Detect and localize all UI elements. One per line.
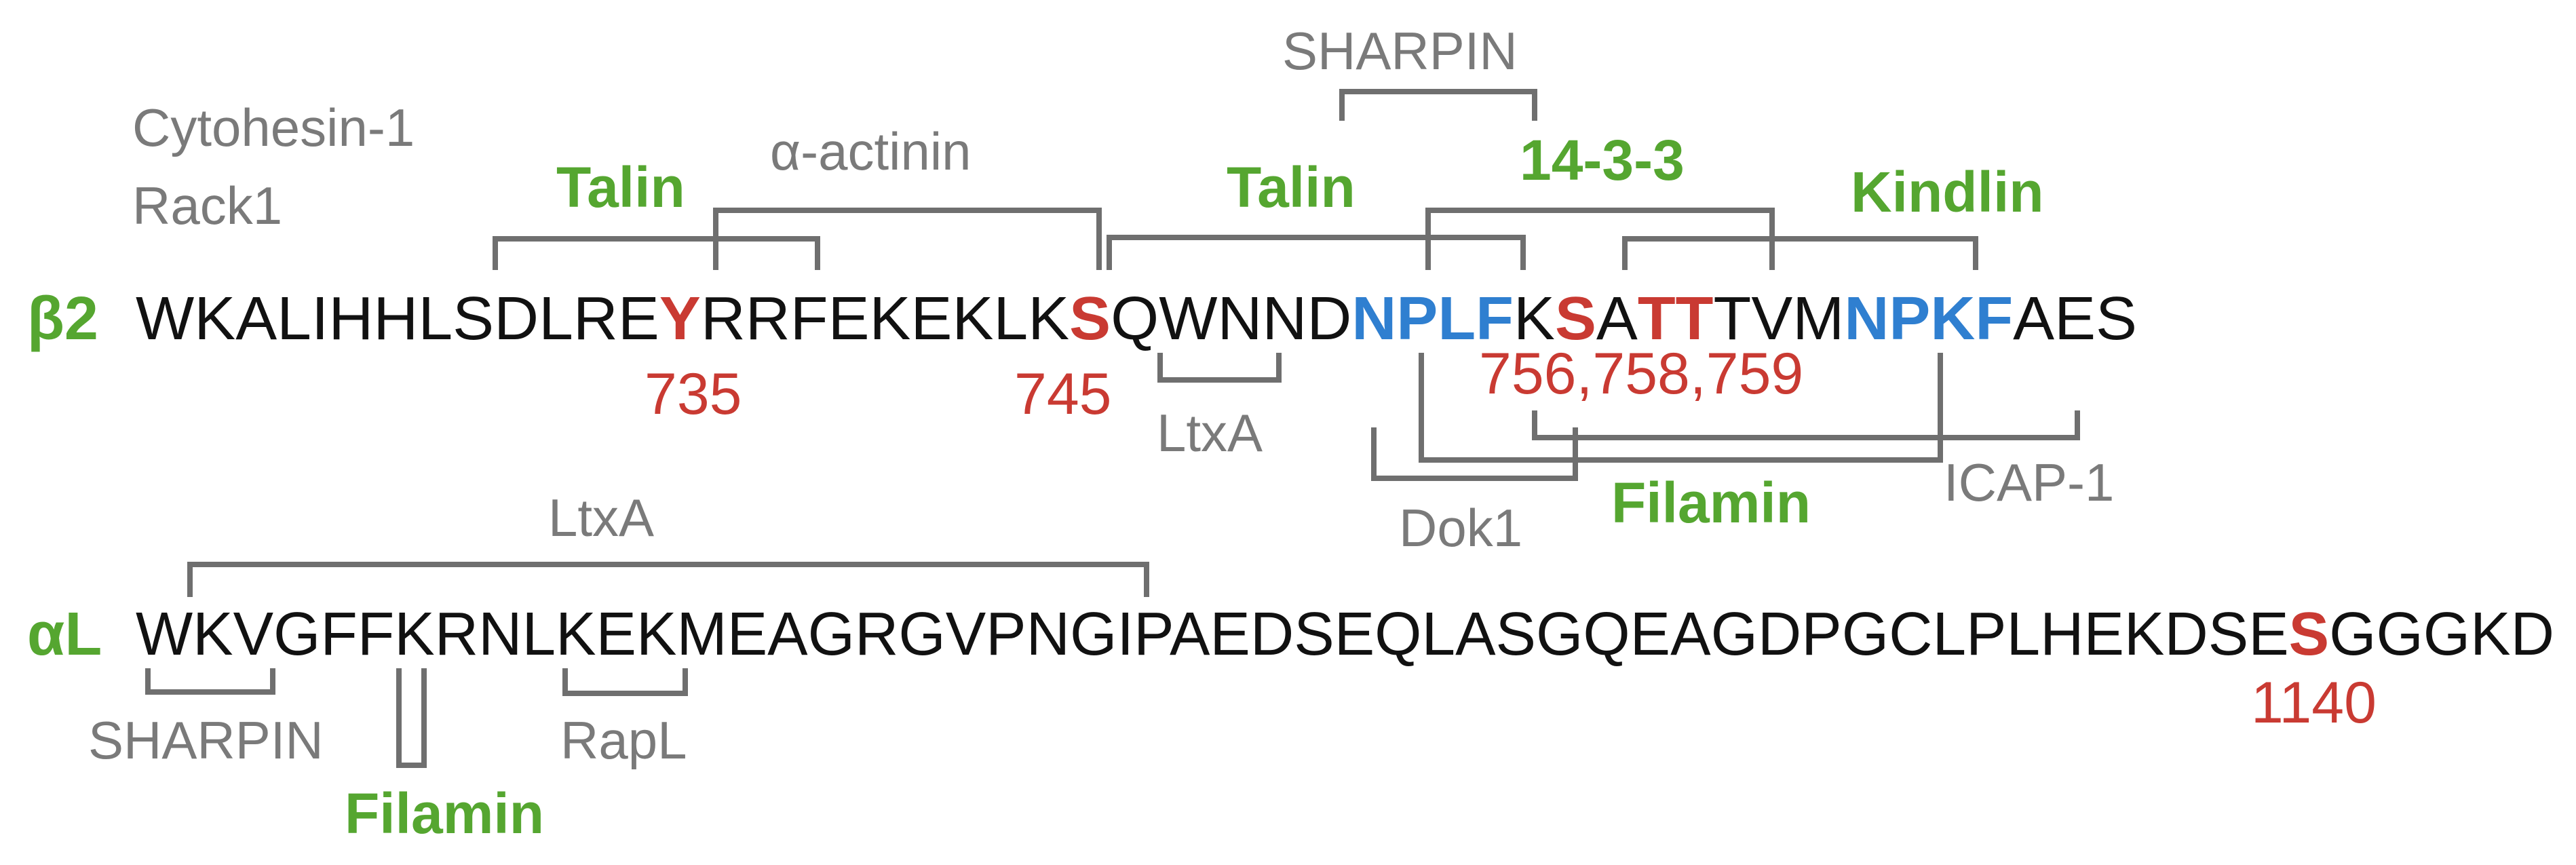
filamin-bracket-alphaL	[396, 668, 427, 768]
alphaL-chain-label: αL	[27, 600, 102, 668]
beta2-seg-10: TVM	[1714, 285, 1845, 353]
beta2-seg-0: WKALIHHLSDLRE	[136, 285, 659, 353]
partner-label-rack1: Rack1	[132, 176, 282, 235]
beta2-seg-9: TT	[1638, 285, 1714, 353]
partner-label-ltxa-alphaL: LtxA	[548, 488, 654, 547]
beta2-seg-3: S	[1069, 285, 1111, 353]
ltxa-bracket-alphaL	[187, 562, 1149, 597]
partner-label-talin-left: Talin	[556, 155, 685, 219]
talin-bracket-right	[1107, 235, 1526, 270]
beta2-chain-label: β2	[27, 285, 98, 353]
alpha-actinin-bracket	[713, 208, 1102, 270]
partner-label-rapl: RapL	[560, 710, 687, 770]
sharpin-bracket-alphaL	[145, 668, 275, 695]
alphaL-seg-2: GGGKD	[2329, 600, 2554, 668]
icap-1-bracket	[1532, 410, 2080, 440]
dok1-bracket	[1371, 427, 1578, 481]
alphaL-seg-1: S	[2289, 600, 2329, 668]
partner-label-talin-right: Talin	[1227, 155, 1356, 219]
ltxa-bracket-beta2	[1157, 353, 1282, 383]
beta2-seg-7: S	[1555, 285, 1596, 353]
rapl-bracket	[562, 668, 688, 696]
partner-label-sharpin-alphaL: SHARPIN	[88, 710, 324, 770]
partner-label-filamin-alphaL: Filamin	[345, 782, 544, 845]
filamin-bracket-beta2	[1419, 353, 1943, 463]
partner-label-icap-1: ICAP-1	[1944, 453, 2114, 512]
beta2-seg-5: NPLF	[1351, 285, 1514, 353]
beta2-seg-1: Y	[659, 285, 701, 353]
site-label-1140: 1140	[2251, 670, 2377, 735]
alphaL-seg-0: WKVGFFKRNLKEKMEAGRGVPNGIPAEDSEQLASGQEAGD…	[136, 600, 2289, 668]
site-label-745: 745	[1014, 362, 1112, 427]
beta2-seg-4: QWNND	[1111, 285, 1351, 353]
beta2-seg-12: AES	[2013, 285, 2137, 353]
kindlin-bracket	[1622, 236, 1978, 270]
talin-bracket-left	[493, 236, 820, 270]
site-label-735: 735	[645, 362, 742, 427]
partner-label-ltxa-beta2: LtxA	[1157, 403, 1263, 463]
partner-label-kindlin: Kindlin	[1851, 160, 2044, 224]
beta2-seg-11: NPKF	[1844, 285, 2013, 353]
beta2-seg-8: A	[1596, 285, 1638, 353]
partner-label-filamin-beta2: Filamin	[1611, 471, 1811, 535]
beta2-seg-2: RRFEKEKLK	[701, 285, 1069, 353]
partner-label-sharpin-beta2: SHARPIN	[1282, 21, 1518, 81]
partner-label-alpha-actinin: α-actinin	[770, 121, 972, 181]
site-label-756-758-759: 756,758,759	[1479, 341, 1803, 406]
alphaL-chain: αL WKVGFFKRNLKEKMEAGRGVPNGIPAEDSEQLASGQE…	[27, 488, 2554, 845]
partner-label-dok1: Dok1	[1399, 498, 1522, 558]
beta2-seg-6: K	[1514, 285, 1555, 353]
partner-label-cytohesin-1: Cytohesin-1	[132, 98, 415, 157]
alphaL-sequence: WKVGFFKRNLKEKMEAGRGVPNGIPAEDSEQLASGQEAGD…	[136, 600, 2554, 668]
sharpin-bracket-beta2	[1339, 89, 1537, 121]
partner-label-14-3-3: 14-3-3	[1520, 128, 1685, 192]
